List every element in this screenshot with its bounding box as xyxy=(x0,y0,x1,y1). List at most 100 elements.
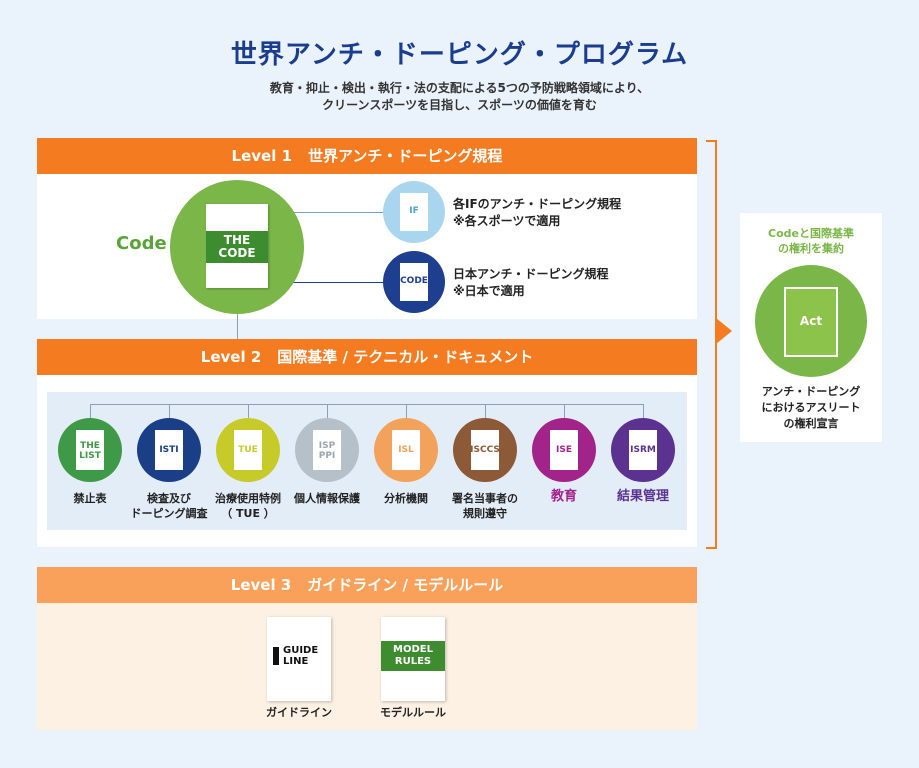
model-rules-doc-title: MODEL RULES xyxy=(381,641,445,671)
guideline-doc-line-1: GUIDE xyxy=(283,645,319,656)
if-rules-text: 各IFのアンチ・ドーピング規程 ※各スポーツで適用 xyxy=(453,196,621,230)
act-heading-line-1: Codeと国際基準 xyxy=(768,227,854,240)
connector-code-jp xyxy=(290,282,386,283)
level1-panel xyxy=(37,174,697,319)
model-doc-line-2: RULES xyxy=(394,656,432,667)
standards-connector-bar xyxy=(90,404,644,405)
guideline-document-icon: GUIDE LINE xyxy=(267,617,331,701)
standard-badge: ISTI xyxy=(137,445,201,455)
standard-badge: ISE xyxy=(532,445,596,455)
standard-doc-sheet xyxy=(234,430,262,470)
standard-document-icon: TUE xyxy=(216,418,280,482)
subtitle-line-1: 教育・抑止・検出・執行・法の支配による5つの予防戦略領域により、 xyxy=(269,81,650,95)
standard-badge: ISRM xyxy=(611,445,675,455)
standard-label: 署名当事者の規則遵守 xyxy=(440,491,530,521)
japan-rules-line-2: ※日本で適用 xyxy=(453,284,525,298)
model-rules-label: モデルルール xyxy=(380,706,446,719)
code-doc-line-1: THE xyxy=(223,233,251,247)
standard-document-icon: ISL xyxy=(374,418,438,482)
model-doc-line-1: MODEL xyxy=(393,644,433,655)
act-badge: Act xyxy=(799,314,823,328)
code-label: Code xyxy=(116,233,167,254)
standard-label-line: 結果管理 xyxy=(616,489,669,504)
code-document-title: THE CODE xyxy=(206,231,268,263)
standard-connector xyxy=(485,404,486,418)
if-doc-sheet xyxy=(400,193,428,231)
standard-doc-sheet xyxy=(392,430,420,470)
model-rules-document-icon: MODEL RULES xyxy=(381,617,445,701)
if-rules-line-1: 各IFのアンチ・ドーピング規程 xyxy=(453,197,622,211)
standard-badge-line: THE xyxy=(80,441,100,451)
standard-doc-sheet xyxy=(76,430,104,470)
page-subtitle: 教育・抑止・検出・執行・法の支配による5つの予防戦略領域により、 クリーンスポー… xyxy=(0,80,919,114)
japan-rules-line-1: 日本アンチ・ドーピング規程 xyxy=(453,267,609,281)
act-heading: Codeと国際基準 の権利を集約 xyxy=(740,226,882,256)
code-doc-line-2: CODE xyxy=(218,246,256,260)
act-document-icon xyxy=(784,287,838,357)
act-heading-line-2: の権利を集約 xyxy=(778,242,844,255)
guideline-label: ガイドライン xyxy=(266,706,332,719)
japan-code-document-icon: CODE xyxy=(383,251,445,313)
standard-badge-line: PPI xyxy=(318,451,336,461)
guideline-doc-line-2: LINE xyxy=(283,656,309,667)
standard-label: 検査及びドーピング調査 xyxy=(124,491,214,521)
connector-level1-level2 xyxy=(237,312,238,339)
standard-label-line: 個人情報保護 xyxy=(294,492,360,505)
standard-badge-line: ISE xyxy=(556,445,572,455)
standard-connector xyxy=(248,404,249,418)
standard-document-icon: ISCCS xyxy=(453,418,517,482)
act-description-line-3: の権利宣言 xyxy=(783,417,839,430)
standard-label: 個人情報保護 xyxy=(282,491,372,506)
standard-badge-line: ISTI xyxy=(159,445,179,455)
act-description: アンチ・ドーピング におけるアスリート の権利宣言 xyxy=(740,384,882,432)
if-badge: IF xyxy=(409,206,419,216)
standard-label-line: 分析機関 xyxy=(384,492,428,505)
standard-doc-sheet xyxy=(471,430,499,470)
japan-code-badge: CODE xyxy=(400,276,428,286)
standard-label: 分析機関 xyxy=(361,491,451,506)
guideline-doc-title: GUIDE LINE xyxy=(283,645,318,667)
act-description-line-1: アンチ・ドーピング xyxy=(761,385,861,398)
standard-document-icon: ISTI xyxy=(137,418,201,482)
standard-label: 禁止表 xyxy=(45,491,135,506)
standard-label-line: 規則遵守 xyxy=(463,507,507,520)
japan-rules-text: 日本アンチ・ドーピング規程 ※日本で適用 xyxy=(453,266,609,300)
standard-doc-sheet xyxy=(155,430,183,470)
standard-label-line: 検査及び xyxy=(147,492,191,505)
level3-title: ガイドライン / モデルルール xyxy=(307,576,504,594)
standard-badge-line: ISP xyxy=(318,441,336,451)
standard-document-icon: ISRM xyxy=(611,418,675,482)
standard-doc-sheet xyxy=(313,430,341,470)
if-document-icon: IF xyxy=(383,181,445,243)
if-rules-line-2: ※各スポーツで適用 xyxy=(453,214,561,228)
standard-doc-sheet xyxy=(629,430,657,470)
standard-connector xyxy=(564,404,565,418)
level3-panel xyxy=(37,603,697,730)
standard-badge-line: ISL xyxy=(398,445,414,455)
standard-connector xyxy=(406,404,407,418)
level2-title: 国際基準 / テクニカル・ドキュメント xyxy=(277,348,534,366)
level1-title: 世界アンチ・ドーピング規程 xyxy=(308,147,503,165)
standard-label-line: 署名当事者の xyxy=(452,492,518,505)
japan-doc-sheet xyxy=(400,263,428,301)
act-description-line-2: におけるアスリート xyxy=(761,401,861,414)
page-title: 世界アンチ・ドーピング・プログラム xyxy=(230,40,689,70)
standard-badge: ISL xyxy=(374,445,438,455)
standard-badge: ISCCS xyxy=(453,445,517,455)
guideline-bar xyxy=(273,647,279,665)
standard-badge: TUE xyxy=(216,445,280,455)
standard-connector xyxy=(327,404,328,418)
standard-label: 治療使用特例（ TUE ） xyxy=(203,491,293,521)
levels-bracket xyxy=(706,140,717,549)
standard-badge-line: TUE xyxy=(238,445,258,455)
standard-badge-line: ISRM xyxy=(630,445,656,455)
subtitle-line-2: クリーンスポーツを目指し、スポーツの価値を育む xyxy=(322,98,597,112)
standard-badge-line: LIST xyxy=(79,451,101,461)
level2-number: Level 2 xyxy=(200,348,262,366)
standard-connector xyxy=(169,404,170,418)
